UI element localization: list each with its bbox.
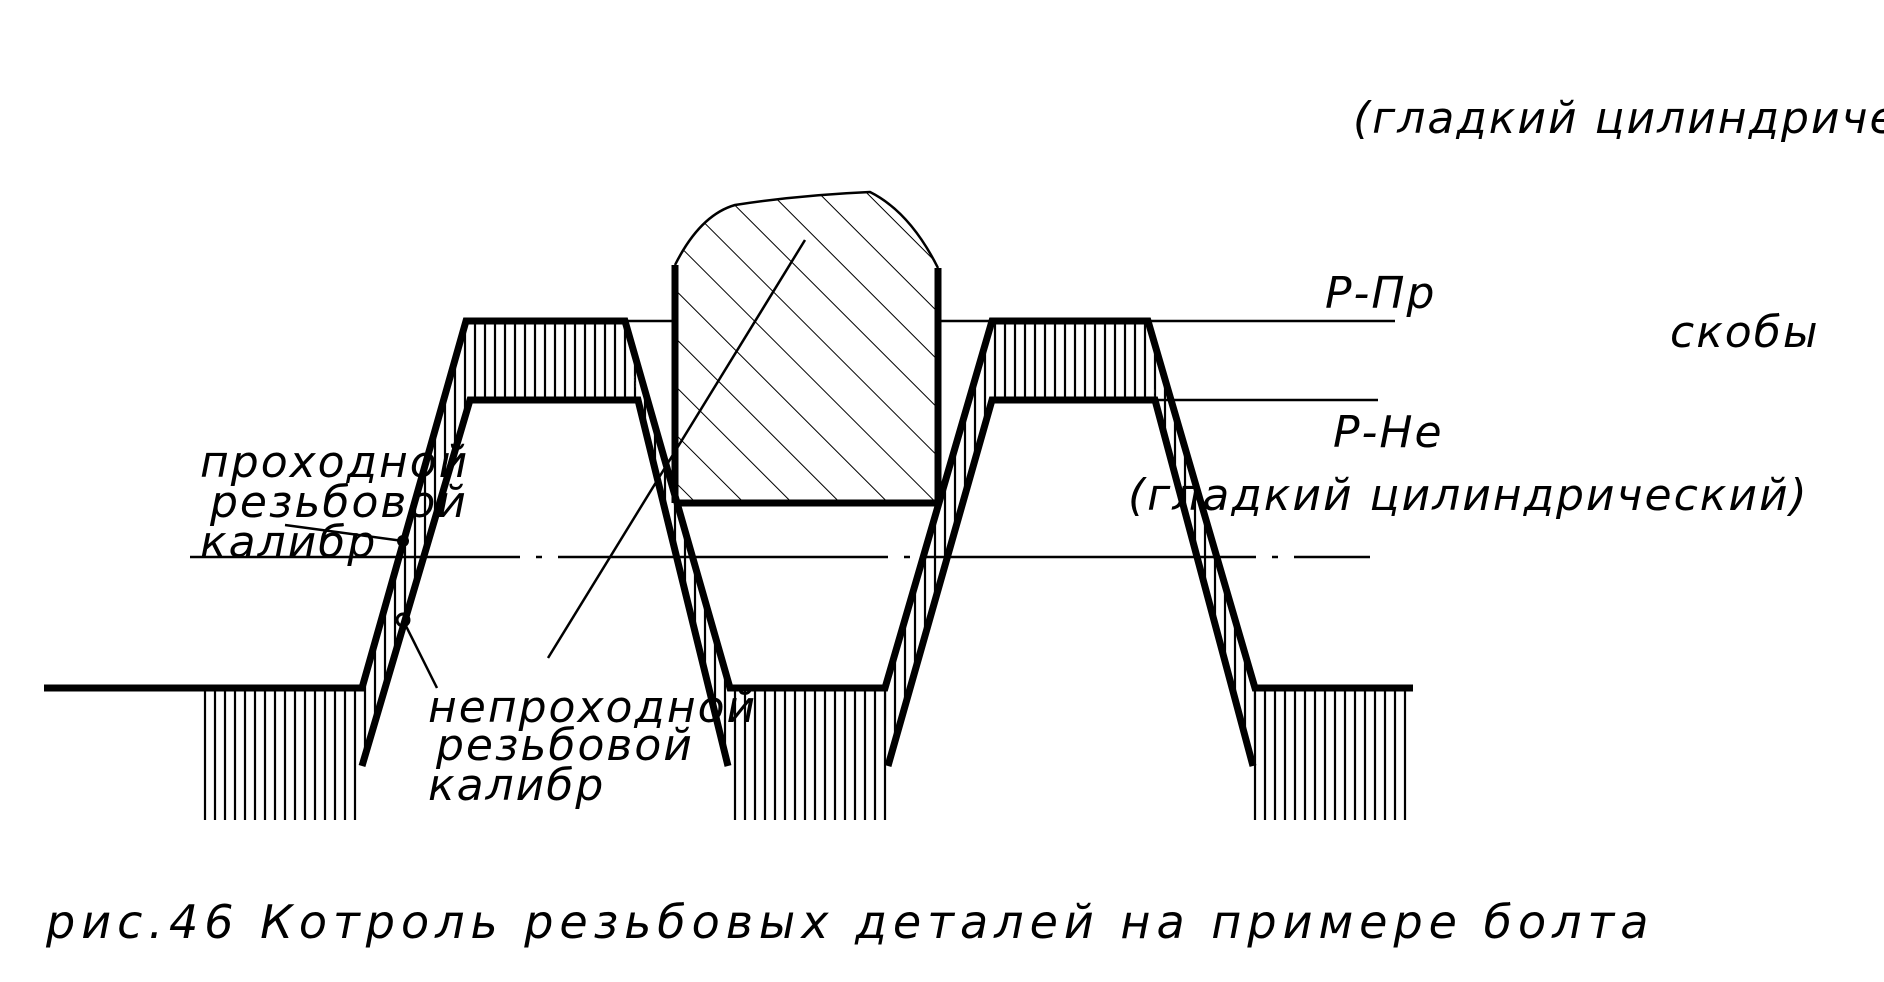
label-nogo-thread-gauge-2: резьбовой: [435, 720, 694, 771]
hatch-band-flank-4: [1148, 321, 1255, 766]
hatch-band-crest-left: [466, 321, 638, 400]
hatch-band-left-flank: [362, 321, 470, 766]
label-nogo-mark: Р-Не: [1333, 407, 1444, 458]
label-go-thread-gauge-3: калибр: [200, 517, 377, 568]
figure-caption: рис.46 Котроль резьбовых деталей на прим…: [45, 895, 1654, 949]
leader-gauge: [546, 239, 807, 659]
inner-thread-profile-2: [884, 396, 1257, 767]
leader-go-gauge: [284, 523, 404, 543]
tolerance-zone-hatching: [200, 321, 1413, 820]
gauge-section: [671, 190, 942, 507]
label-go-thread-gauge-2: резьбовой: [209, 477, 468, 528]
go-gauge-point: [397, 535, 409, 547]
root-hatch-2: [728, 688, 888, 820]
label-go-thread-gauge-1: проходной: [200, 437, 469, 488]
label-middle-right: (гладкий цилиндрический): [1128, 470, 1809, 521]
label-nogo-thread-gauge-3: калибр: [428, 760, 605, 811]
hatch-band-crest-right: [992, 321, 1155, 400]
label-nogo-thread-gauge-1: непроходной: [428, 682, 757, 733]
hatch-band-flank-3: [885, 321, 992, 766]
gauge-outline-top: [673, 190, 940, 269]
outer-thread-profile: [44, 317, 1413, 692]
inner-thread-profile: [358, 396, 732, 767]
root-hatch-3: [1253, 688, 1413, 820]
nogo-gauge-point: [395, 612, 411, 628]
label-go-mark: Р-Пр: [1325, 268, 1436, 319]
gauge-body-fill: [675, 192, 938, 503]
label-brackets: скобы: [1670, 307, 1820, 358]
leader-nogo-gauge: [401, 619, 439, 689]
label-top-right: (гладкий цилиндрический): [1353, 93, 1884, 144]
root-hatch-1: [200, 688, 362, 820]
